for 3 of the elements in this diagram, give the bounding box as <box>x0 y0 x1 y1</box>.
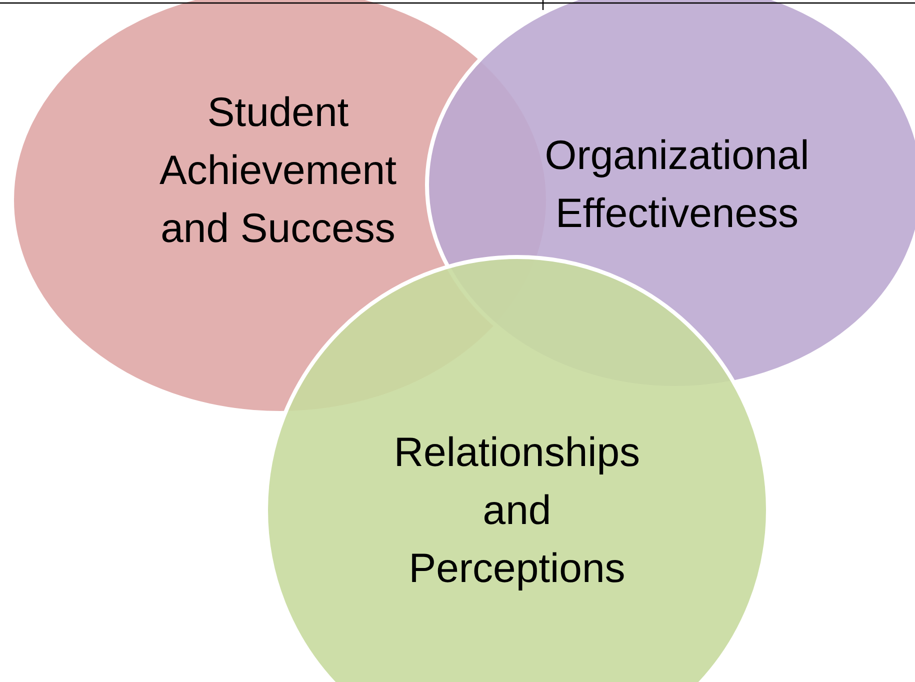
circle-label: Relationships and Perceptions <box>392 428 642 593</box>
circle-label: Organizational Effectiveness <box>544 131 810 238</box>
circle-label: Student Achievement and Success <box>158 88 398 253</box>
